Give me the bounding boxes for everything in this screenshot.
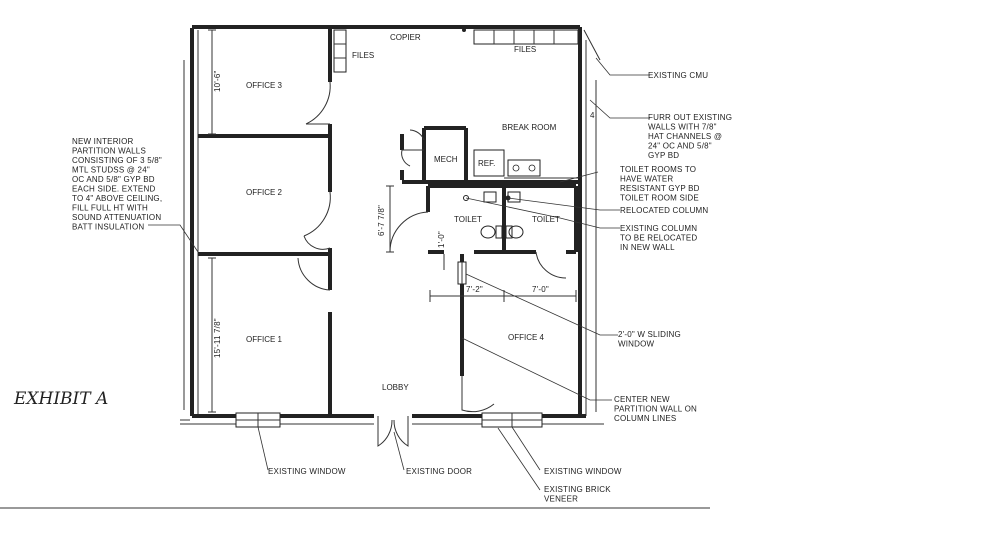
exhibit-label: EXHIBIT A bbox=[13, 389, 108, 409]
note-line: WALLS WITH 7/8" bbox=[648, 123, 717, 132]
room-label-office3: OFFICE 3 bbox=[246, 81, 283, 90]
note-line: 2'-0" W SLIDING bbox=[618, 330, 681, 339]
room-label-office4: OFFICE 4 bbox=[508, 333, 545, 342]
note-line: EACH SIDE. EXTEND bbox=[72, 185, 155, 194]
room-label-office2: OFFICE 2 bbox=[246, 188, 283, 197]
dimension-office1-depth: 15'-11 7/8" bbox=[213, 318, 222, 358]
room-label-ref: REF. bbox=[478, 159, 495, 168]
note-line: EXISTING CMU bbox=[648, 71, 708, 80]
break-room-partitions bbox=[333, 28, 580, 184]
leader-lines bbox=[148, 57, 650, 491]
note-line: NEW INTERIOR bbox=[72, 137, 134, 146]
existing-door bbox=[374, 413, 412, 447]
note-line: TOILET ROOM SIDE bbox=[620, 194, 699, 203]
office-partitions bbox=[198, 28, 332, 416]
note-line: RELOCATED COLUMN bbox=[620, 206, 708, 215]
note-existing-cmu: EXISTING CMU bbox=[648, 71, 708, 80]
note-line: EXISTING BRICK bbox=[544, 485, 611, 494]
note-line: CENTER NEW bbox=[614, 395, 670, 404]
note-line: PARTITION WALLS bbox=[72, 147, 146, 156]
toilet-rooms bbox=[389, 184, 578, 279]
room-label-toilet-left: TOILET bbox=[454, 215, 482, 224]
dimension-toilet-left-width: 7'-2" bbox=[466, 285, 483, 294]
room-label-toilet-right: TOILET bbox=[532, 215, 560, 224]
room-label-office1: OFFICE 1 bbox=[246, 335, 283, 344]
note-relocated-column: RELOCATED COLUMN bbox=[620, 206, 708, 215]
note-line: HAVE WATER bbox=[620, 175, 673, 184]
note-line: EXISTING WINDOW bbox=[268, 467, 346, 476]
note-existing-door: EXISTING DOOR bbox=[406, 467, 472, 476]
note-line: WINDOW bbox=[618, 340, 655, 349]
note-line: BATT INSULATION bbox=[72, 223, 144, 232]
column-mark: 4 bbox=[590, 111, 595, 120]
note-line: EXISTING COLUMN bbox=[620, 224, 697, 233]
exterior-walls bbox=[180, 25, 604, 425]
note-line: GYP BD bbox=[648, 151, 679, 160]
note-existing-window-right: EXISTING WINDOW bbox=[544, 467, 622, 476]
note-line: PARTITION WALL ON bbox=[614, 405, 697, 414]
note-existing-window-left: EXISTING WINDOW bbox=[268, 467, 346, 476]
existing-window-right bbox=[481, 412, 543, 428]
note-line: VENEER bbox=[544, 495, 578, 504]
note-line: EXISTING DOOR bbox=[406, 467, 472, 476]
note-line: FURR OUT EXISTING bbox=[648, 113, 732, 122]
office4-partitions bbox=[443, 254, 495, 413]
dimension-toilet-depth: 6'-7 7/8" bbox=[377, 205, 386, 236]
dimension-lines bbox=[208, 29, 577, 413]
dimension-door-offset: 1'-0" bbox=[437, 231, 446, 248]
note-line: 24" OC AND 5/8" bbox=[648, 142, 712, 151]
note-line: MTL STUDSS @ 24" bbox=[72, 166, 150, 175]
note-line: TOILET ROOMS TO bbox=[620, 165, 696, 174]
existing-window-left bbox=[235, 412, 281, 428]
room-label-copier: COPIER bbox=[390, 33, 421, 42]
dimension-toilet-right-width: 7'-0" bbox=[532, 285, 549, 294]
room-label-files-right: FILES bbox=[514, 45, 536, 54]
room-label-files-left: FILES bbox=[352, 51, 374, 60]
note-line: IN NEW WALL bbox=[620, 243, 675, 252]
note-line: RESISTANT GYP BD bbox=[620, 184, 700, 193]
note-line: EXISTING WINDOW bbox=[544, 467, 622, 476]
note-line: CONSISTING OF 3 5/8" bbox=[72, 156, 162, 165]
dimension-office3-depth: 10'-6" bbox=[213, 70, 222, 92]
note-line: COLUMN LINES bbox=[614, 414, 676, 423]
room-label-mech: MECH bbox=[434, 155, 458, 164]
note-line: FILL FULL HT WITH bbox=[72, 204, 148, 213]
room-label-break-room: BREAK ROOM bbox=[502, 123, 557, 132]
note-line: SOUND ATTENUATION bbox=[72, 213, 161, 222]
note-line: TO BE RELOCATED bbox=[620, 234, 697, 243]
note-line: OC AND 5/8" GYP BD bbox=[72, 175, 155, 184]
room-label-lobby: LOBBY bbox=[382, 383, 409, 392]
note-line: HAT CHANNELS @ bbox=[648, 132, 722, 141]
note-line: TO 4" ABOVE CEILING, bbox=[72, 194, 162, 203]
